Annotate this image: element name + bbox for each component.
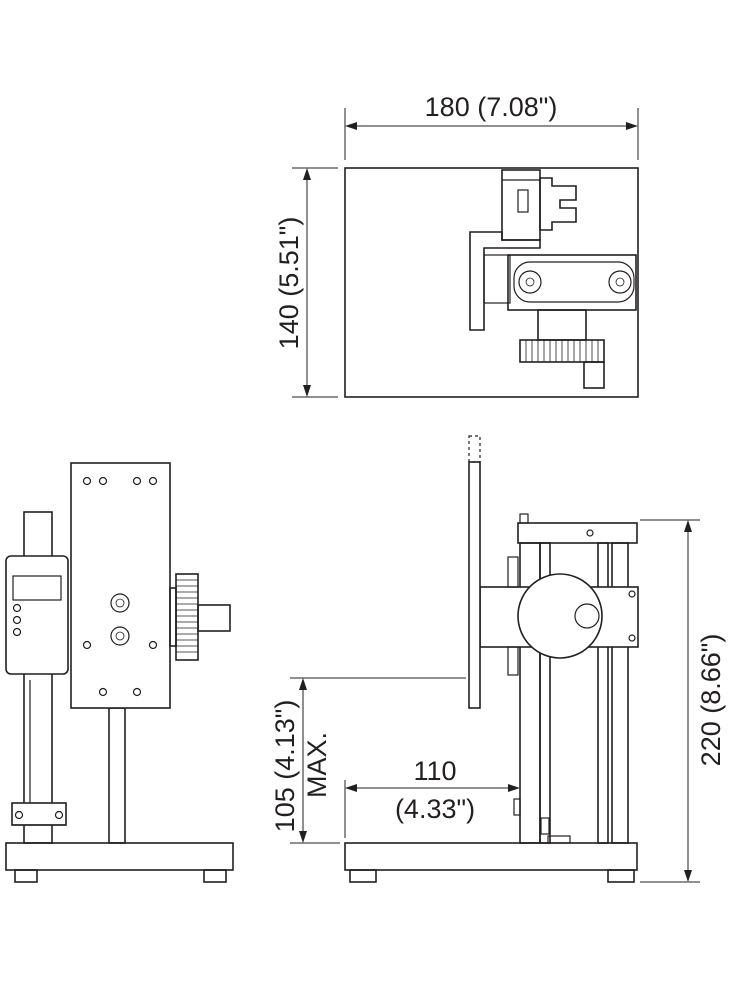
max-label: MAX. bbox=[302, 732, 332, 798]
top-depth-label: 140 (5.51") bbox=[274, 217, 304, 350]
front-view-shaft bbox=[197, 604, 231, 632]
side-view-column bbox=[519, 542, 541, 844]
gauge-screen bbox=[12, 575, 62, 601]
top-width-label: 180 (7.08") bbox=[425, 92, 558, 122]
front-view-post bbox=[108, 707, 126, 844]
plate-screw-icon bbox=[110, 626, 130, 646]
top-view-clamp bbox=[539, 177, 577, 231]
table-height-label: 105 (4.13") bbox=[270, 700, 300, 833]
side-view-top-cap bbox=[517, 522, 638, 544]
top-view: 180 (7.08") 140 (5.51") bbox=[274, 92, 639, 398]
throat-in-label: (4.33") bbox=[395, 794, 475, 824]
bolt-icon bbox=[518, 270, 542, 294]
plate-screw-icon bbox=[110, 593, 130, 613]
side-view: 220 (8.66") 105 (4.13") MAX. 110 (4.33") bbox=[270, 435, 726, 883]
handwheel bbox=[517, 573, 603, 659]
front-view-column bbox=[23, 511, 53, 844]
side-view-base bbox=[344, 842, 638, 871]
front-view-base bbox=[5, 842, 234, 871]
front-view-clamp bbox=[11, 802, 67, 826]
gauge-button-icon bbox=[12, 615, 22, 625]
top-view-knob bbox=[583, 361, 605, 389]
height-label: 220 (8.66") bbox=[696, 634, 726, 767]
gauge-display-unit bbox=[5, 555, 69, 675]
top-view-bracket bbox=[469, 231, 541, 331]
top-view-shaft bbox=[537, 309, 587, 341]
front-view bbox=[5, 462, 234, 883]
throat-mm-label: 110 bbox=[413, 756, 456, 786]
bolt-icon bbox=[608, 270, 632, 294]
gauge-button-icon bbox=[12, 603, 22, 613]
front-view-plate bbox=[70, 462, 171, 709]
top-view-base-plate bbox=[344, 167, 639, 398]
gauge-button-icon bbox=[12, 627, 22, 637]
front-view-gear bbox=[175, 573, 199, 661]
handwheel-knob-icon bbox=[574, 603, 600, 629]
side-view-plate bbox=[468, 461, 481, 709]
